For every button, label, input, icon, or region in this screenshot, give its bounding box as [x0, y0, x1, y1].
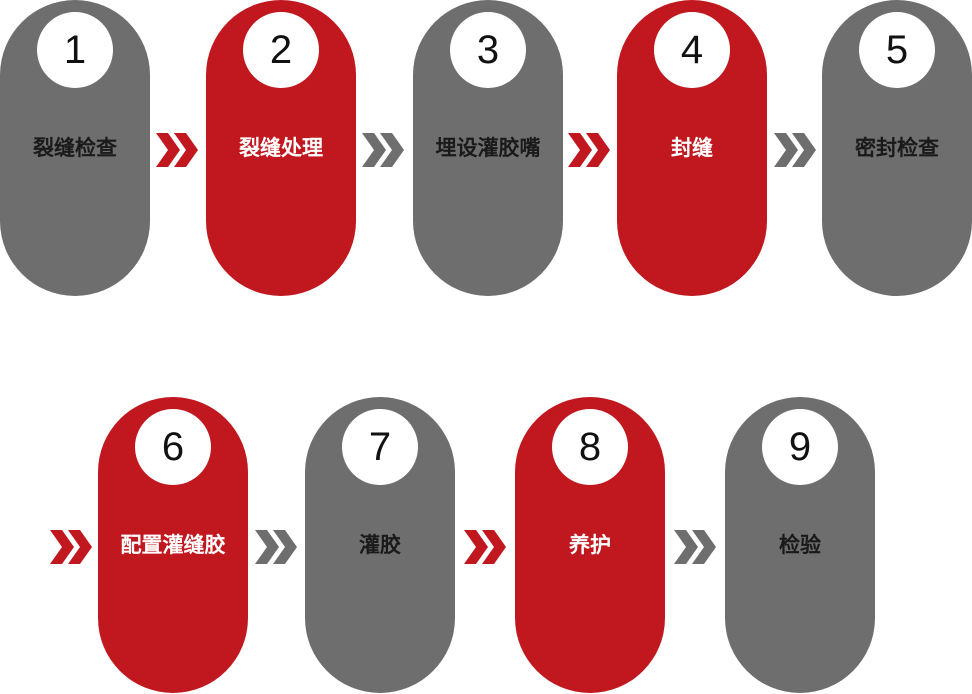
step-6: 6 配置灌缝胶: [98, 397, 248, 693]
double-chevron-right-icon: [774, 133, 818, 167]
step-7: 7 灌胶: [305, 397, 455, 693]
double-chevron-right-icon: [50, 530, 94, 564]
step-label-1: 裂缝检查: [33, 136, 117, 160]
step-label-2: 裂缝处理: [239, 136, 323, 160]
step-number-3: 3: [450, 12, 526, 88]
double-chevron-right-icon: [156, 133, 200, 167]
step-number-4: 4: [654, 12, 730, 88]
step-2: 2 裂缝处理: [206, 0, 356, 296]
step-3: 3 埋设灌胶嘴: [413, 0, 563, 296]
double-chevron-right-icon: [362, 133, 406, 167]
step-number-7: 7: [342, 409, 418, 485]
step-label-9: 检验: [779, 533, 821, 557]
step-label-4: 封缝: [671, 136, 713, 160]
step-number-2: 2: [243, 12, 319, 88]
step-number-1: 1: [37, 12, 113, 88]
step-1: 1 裂缝检查: [0, 0, 150, 296]
step-label-8: 养护: [569, 533, 611, 557]
double-chevron-right-icon: [674, 530, 718, 564]
step-label-6: 配置灌缝胶: [120, 533, 226, 557]
step-number-8: 8: [552, 409, 628, 485]
step-5: 5 密封检查: [822, 0, 972, 296]
step-4: 4 封缝: [617, 0, 767, 296]
step-9: 9 检验: [725, 397, 875, 693]
step-8: 8 养护: [515, 397, 665, 693]
step-label-7: 灌胶: [359, 533, 401, 557]
double-chevron-right-icon: [464, 530, 508, 564]
step-number-9: 9: [762, 409, 838, 485]
step-number-5: 5: [859, 12, 935, 88]
step-label-5: 密封检查: [855, 136, 939, 160]
double-chevron-right-icon: [255, 530, 299, 564]
double-chevron-right-icon: [568, 133, 612, 167]
step-label-3: 埋设灌胶嘴: [435, 136, 541, 160]
step-number-6: 6: [135, 409, 211, 485]
